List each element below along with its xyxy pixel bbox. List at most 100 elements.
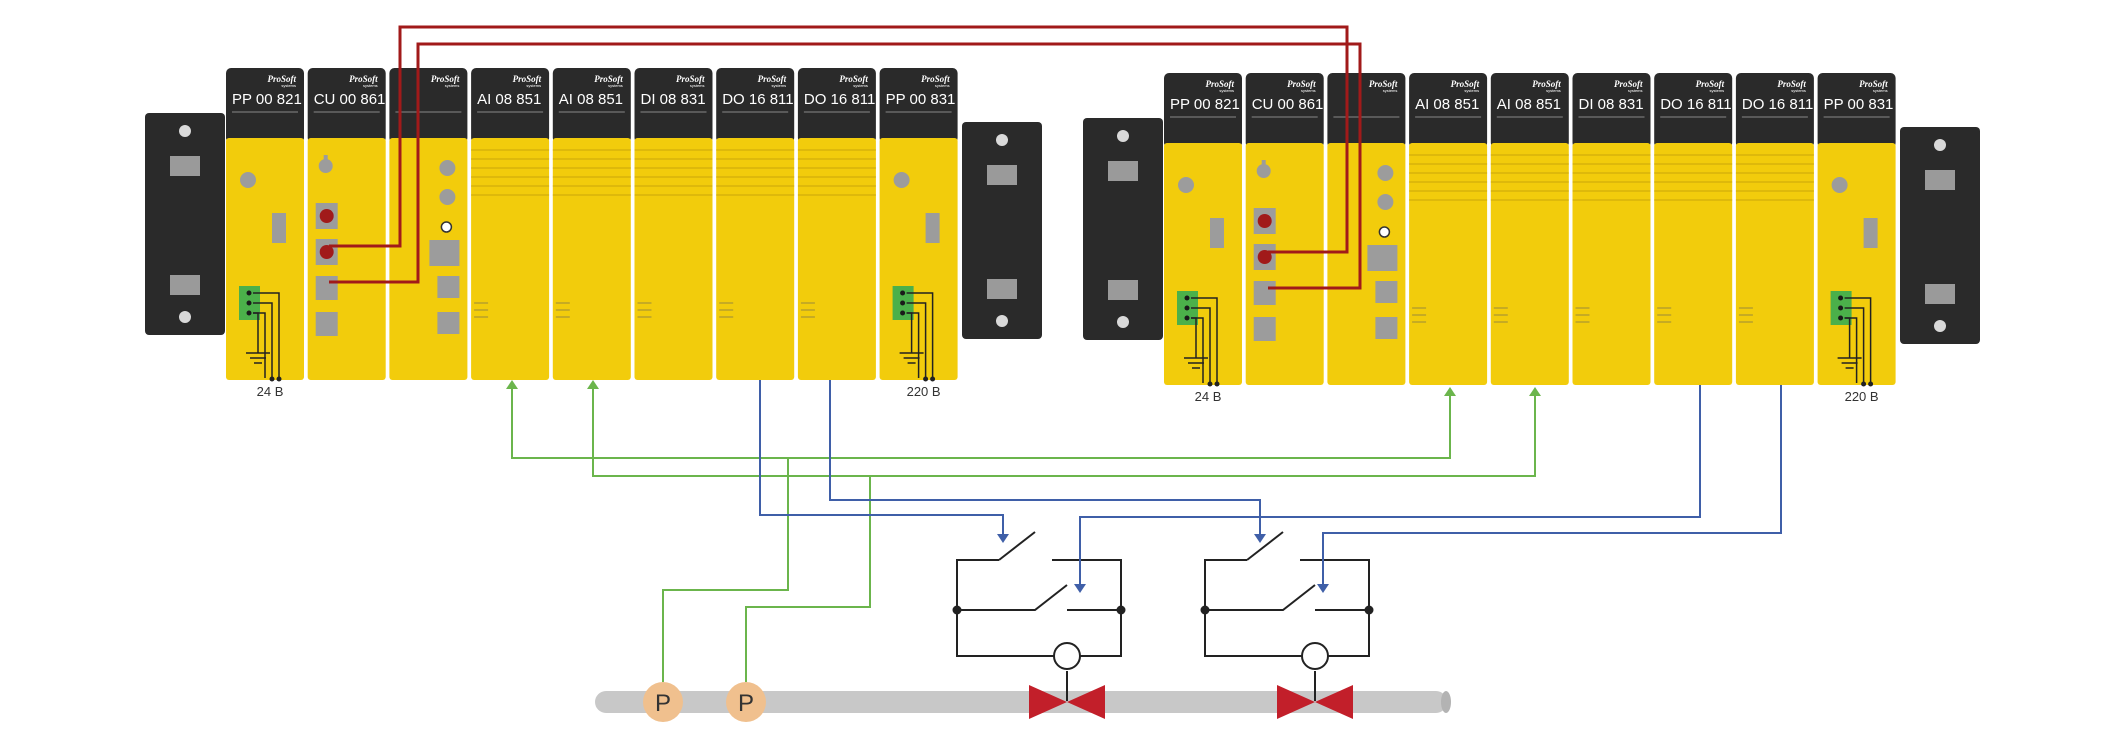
button-stem	[323, 155, 328, 161]
analog-signal-lines	[506, 380, 1541, 682]
slot-icon	[1108, 161, 1138, 181]
led-icon	[1377, 194, 1394, 210]
brand-logo-sub: systems	[1546, 88, 1561, 93]
ground-icon	[1837, 357, 1862, 369]
actuator-icon	[1053, 642, 1081, 670]
module-label: AI 08 851	[1415, 96, 1479, 113]
module-label: DO 16 811	[1660, 96, 1731, 113]
fuse-icon	[1863, 218, 1878, 248]
cpu-link-line	[329, 42, 1362, 290]
mount-hole-icon	[1934, 139, 1946, 151]
led-icon	[439, 160, 456, 176]
end-plate-body	[1083, 118, 1163, 340]
module-label: PP 00 831	[886, 91, 956, 108]
terminal-pin-icon	[246, 310, 252, 316]
brand-logo-sub: systems	[281, 83, 296, 88]
slot-icon	[1253, 317, 1276, 341]
led-icon	[893, 172, 910, 188]
junction-dot	[1116, 605, 1126, 615]
pipeline	[595, 691, 1451, 713]
supply-wire	[1191, 307, 1211, 383]
mount-hole-icon	[179, 125, 191, 137]
slot-icon	[170, 275, 200, 295]
arrow-down-icon	[1254, 534, 1266, 543]
relay-wire	[1052, 559, 1122, 657]
module-label: AI 08 851	[477, 91, 541, 108]
signal-line	[870, 395, 1536, 477]
sensor-body	[643, 682, 683, 722]
supply-wire	[253, 302, 273, 378]
module-cap	[552, 68, 631, 143]
slot-icon	[1375, 281, 1398, 303]
arrow-down-icon	[1074, 584, 1086, 593]
brand-logo: ProSoft	[921, 74, 950, 84]
valve-half	[1315, 685, 1353, 719]
slot-icon	[315, 276, 338, 300]
brand-logo: ProSoft	[758, 74, 787, 84]
module-cap	[1245, 73, 1324, 148]
power-wiring: 220 B	[1837, 297, 1879, 404]
brand-logo-sub: systems	[526, 83, 541, 88]
module-cap	[1654, 73, 1733, 148]
module-cap	[879, 68, 958, 143]
slot-icon	[987, 279, 1017, 299]
brand-logo-sub: systems	[1219, 88, 1234, 93]
terminal-pin-icon	[900, 290, 906, 296]
brand-logo-sub: systems	[1383, 88, 1398, 93]
button-icon	[318, 159, 333, 173]
pressure-sensor-icon: P	[643, 682, 683, 722]
pressure-sensor-icon: P	[726, 682, 766, 722]
button-icon	[1256, 164, 1271, 178]
fuse-icon	[925, 213, 940, 243]
brand-logo: ProSoft	[431, 74, 460, 84]
signal-line	[759, 380, 1004, 535]
slot-icon	[437, 276, 460, 298]
arrow-up-icon	[587, 380, 599, 389]
supply-wire	[1191, 297, 1218, 383]
brand-logo-sub: systems	[772, 83, 787, 88]
button-stem	[1261, 160, 1266, 166]
valve-half	[1067, 685, 1105, 719]
brand-logo-sub: systems	[608, 83, 623, 88]
led-icon	[439, 189, 456, 205]
mount-hole-icon	[996, 134, 1008, 146]
module-label: PP 00 821	[232, 91, 302, 108]
power-wiring: 220 B	[899, 292, 941, 399]
module-cap	[1817, 73, 1896, 148]
ground-wire	[1844, 317, 1851, 358]
module-cap	[226, 68, 304, 143]
module-label: CU 00 861	[1252, 96, 1324, 113]
supply-wire	[1844, 307, 1865, 383]
brand-logo: ProSoft	[839, 74, 868, 84]
supply-wire	[906, 292, 934, 378]
wire-end	[1861, 381, 1867, 387]
wire-end	[1214, 381, 1220, 387]
switch-contact-icon	[1246, 531, 1284, 561]
module-body	[471, 138, 550, 380]
terminal-pin-icon	[1184, 305, 1190, 311]
signal-line	[592, 388, 871, 682]
supply-wire	[1844, 297, 1872, 383]
module-cap	[471, 68, 550, 143]
port-icon	[1367, 245, 1398, 271]
terminal-pin-icon	[1838, 315, 1844, 321]
module-cap	[1572, 73, 1651, 148]
module-body	[716, 138, 795, 380]
brand-logo-sub: systems	[1464, 88, 1479, 93]
module-body	[1572, 143, 1651, 385]
end-plate-left	[1083, 118, 1163, 340]
mount-hole-icon	[996, 315, 1008, 327]
end-plate-right	[1900, 127, 1980, 344]
arrow-up-icon	[1444, 387, 1456, 396]
slot-icon	[1925, 170, 1955, 190]
